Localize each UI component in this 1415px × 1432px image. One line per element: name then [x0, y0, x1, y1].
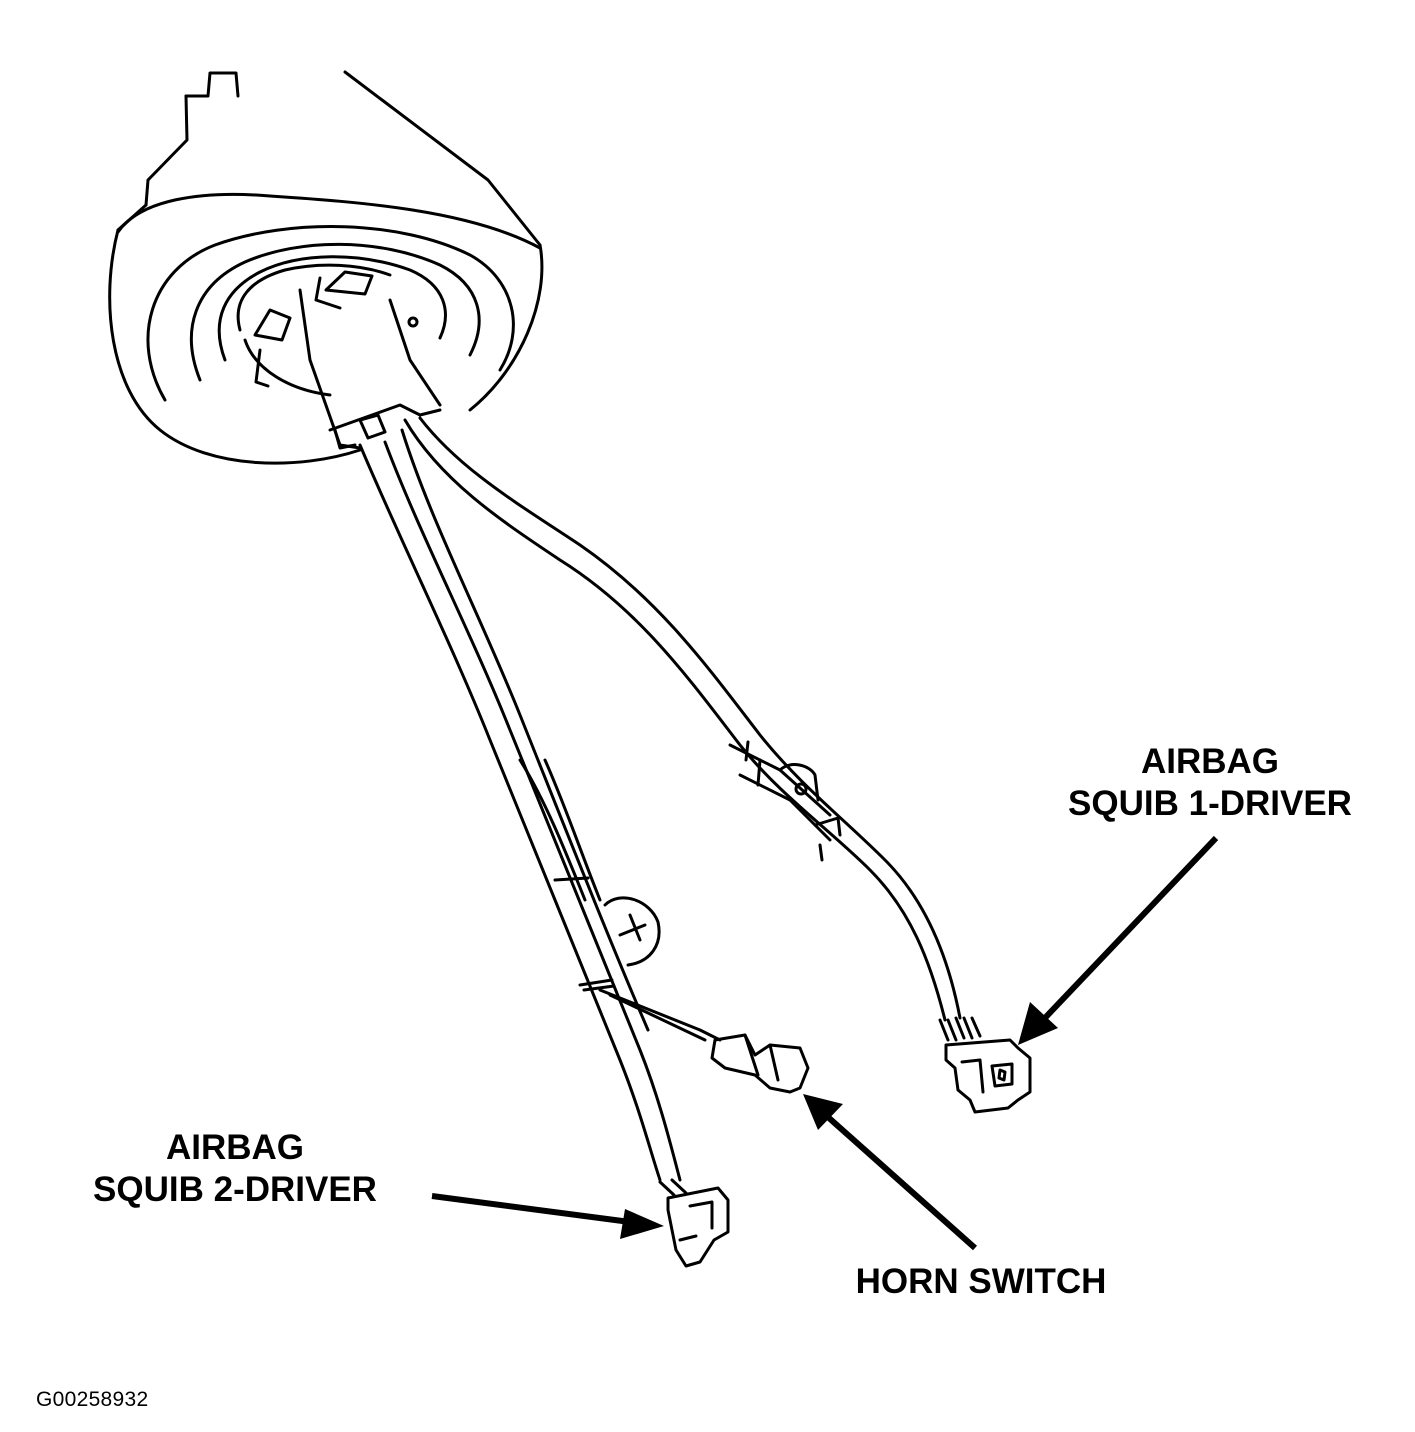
squib2-connector [658, 1178, 730, 1268]
label-line: HORN SWITCH [855, 1262, 1107, 1301]
squib1-connector [944, 1038, 1032, 1114]
harness-collar [298, 288, 442, 450]
horn-connector [710, 1033, 810, 1094]
harness-squib2 [358, 428, 682, 1182]
arrow-squib1 [1018, 835, 1219, 1045]
clock-spring-body [108, 192, 544, 465]
steering-column-housing [116, 70, 542, 247]
label-line: SQUIB 2-DRIVER [93, 1170, 377, 1209]
harness-squib1 [403, 416, 982, 1042]
figure-id: G00258932 [36, 1388, 149, 1411]
label-line: AIRBAG [1140, 742, 1280, 781]
arrow-squib2 [431, 1193, 664, 1239]
horn-wire [598, 988, 722, 1042]
arrow-horn [803, 1094, 977, 1251]
label-horn-switch: HORN SWITCH [826, 1261, 1136, 1303]
label-line: AIRBAG [165, 1128, 305, 1167]
label-airbag-squib2-driver: AIRBAG SQUIB 2-DRIVER [50, 1127, 420, 1211]
label-airbag-squib1-driver: AIRBAG SQUIB 1-DRIVER [1030, 741, 1390, 825]
label-line: SQUIB 1-DRIVER [1068, 784, 1352, 823]
